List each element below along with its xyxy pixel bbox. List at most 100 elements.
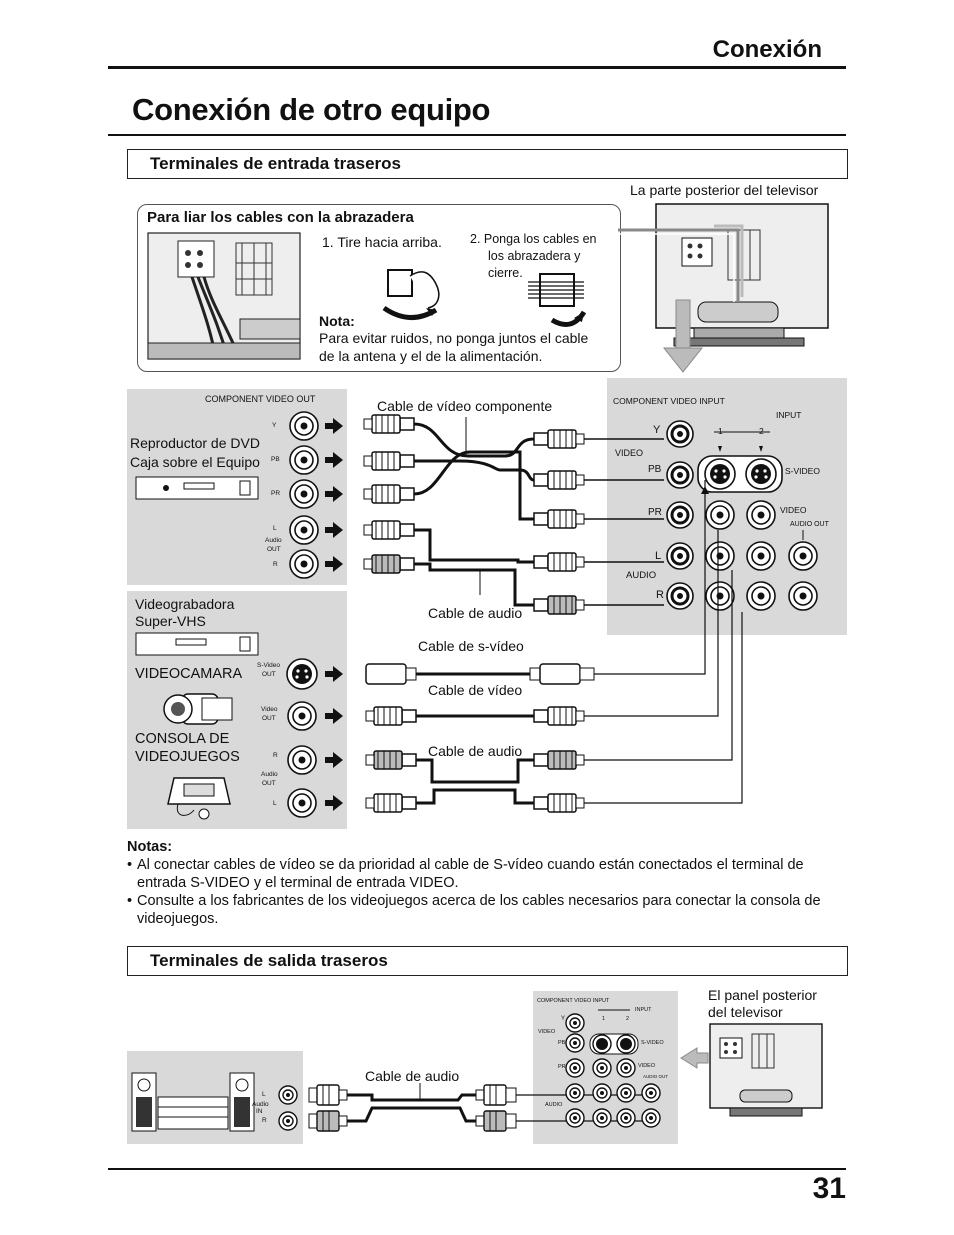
dvd-jack-r-label: R xyxy=(273,561,278,568)
video-out-label-1: Video xyxy=(261,706,278,713)
note-text: Consulte a los fabricantes de los videoj… xyxy=(137,893,821,927)
tv-component-video-input-label: COMPONENT VIDEO INPUT xyxy=(613,396,725,406)
note-item: •Al conectar cables de vídeo se da prior… xyxy=(127,857,804,891)
tv-r-label: R xyxy=(656,589,664,601)
clamp-pull-illustration xyxy=(382,269,440,320)
mini-input-label: INPUT xyxy=(635,1007,652,1013)
other-jack-l-label: L xyxy=(273,800,277,807)
clamp-note-title: Nota: xyxy=(319,313,355,329)
svideo-out-label-1: S-Video xyxy=(257,662,281,669)
clamp-close-illustration xyxy=(528,273,587,327)
output-diagram xyxy=(278,1009,823,1132)
clamp-step-2-line1: 2. Ponga los cables en xyxy=(470,232,597,246)
mini-audio-out-label: AUDIO OUT xyxy=(643,1074,669,1079)
rear-outputs-title: Terminales de salida traseros xyxy=(150,951,388,970)
console-label-2: VIDEOJUEGOS xyxy=(135,749,240,765)
dvd-jacks xyxy=(289,411,343,579)
tv-svideo-label: S-VIDEO xyxy=(785,466,820,476)
header-rule xyxy=(108,66,846,69)
page-title: Conexión de otro equipo xyxy=(132,92,491,127)
dvd-device-label-2: Caja sobre el Equipo xyxy=(130,454,260,470)
clamp-note-line1: Para evitar ruidos, no ponga juntos el c… xyxy=(319,330,589,346)
clamp-note-line2: de la antena y el de la alimentación. xyxy=(319,348,543,364)
tv-y-label: Y xyxy=(653,424,661,436)
tv-audio-out-label: AUDIO OUT xyxy=(790,521,829,528)
tv-jacks xyxy=(665,419,818,611)
dvd-jack-l-label: L xyxy=(273,525,277,532)
footer-rule xyxy=(108,1168,846,1170)
stereo-system-icon xyxy=(131,1072,255,1132)
note-item: •Consulte a los fabricantes de los video… xyxy=(127,893,821,927)
audio-in-label-1: Audio xyxy=(252,1101,269,1108)
dvd-jack-pr-label: PR xyxy=(271,490,281,497)
rear-outputs-title-box xyxy=(127,946,848,976)
mini-pb-label: PB xyxy=(558,1040,566,1046)
tv-pb-label: PB xyxy=(648,464,662,475)
dvd-jack-y-label: Y xyxy=(272,422,277,429)
vcr-label-1: Videograbadora xyxy=(135,596,235,612)
tv-video-label: VIDEO xyxy=(615,448,644,458)
camcorder-icon xyxy=(163,693,233,725)
mini-in1-label: 1 xyxy=(602,1016,606,1022)
clamp-step-1: 1. Tire hacia arriba. xyxy=(322,234,442,250)
video-out-label-2: OUT xyxy=(262,715,276,722)
cable-svideo-label: Cable de s-vídeo xyxy=(418,638,524,654)
dvd-player-icon xyxy=(135,476,259,500)
dvd-device-label-1: Reproductor de DVD xyxy=(130,435,260,451)
dvd-component-video-out-label: COMPONENT VIDEO OUT xyxy=(205,394,316,404)
tv-rear-panel-label-1: El panel posterior xyxy=(708,987,817,1003)
tv-pr-label: PR xyxy=(648,507,662,518)
vcr-icon xyxy=(135,632,259,656)
output-cable-label: Cable de audio xyxy=(365,1068,460,1084)
dvd-jack-pb-label: PB xyxy=(271,456,280,463)
game-console-icon xyxy=(167,777,231,820)
dvd-audio-out-label-2: OUT xyxy=(267,546,281,553)
tv-input-label: INPUT xyxy=(776,410,802,420)
mini-pr-label: PR xyxy=(558,1064,566,1070)
rear-inputs-title: Terminales de entrada traseros xyxy=(150,154,402,173)
tv-input-1-label: 1 xyxy=(718,426,723,436)
mini-in2-label: 2 xyxy=(626,1016,630,1022)
connector-arrow-down xyxy=(662,299,704,373)
other-jacks xyxy=(286,658,343,818)
clamp-title: Para liar los cables con la abrazadera xyxy=(147,209,414,226)
connector-line xyxy=(618,228,740,302)
notes-title: Notas: xyxy=(127,839,173,855)
audio-in-l-label: L xyxy=(262,1091,266,1098)
mini-video-label: VIDEO xyxy=(538,1029,556,1035)
audio-in-r-label: R xyxy=(262,1117,267,1124)
mini-audio-label: AUDIO xyxy=(545,1102,563,1108)
mini-component-video-input-label: COMPONENT VIDEO INPUT xyxy=(537,998,610,1004)
vcr-label-2: Super-VHS xyxy=(135,613,206,629)
clamp-step-2-line2: los abrazadera y xyxy=(488,249,581,263)
mini-svideo-label: S-VIDEO xyxy=(641,1040,664,1046)
other-audio-out-label-2: OUT xyxy=(262,780,276,787)
connection-diagram xyxy=(286,411,818,818)
clamp-tv-rear-illustration xyxy=(147,232,301,360)
cable-audio1-label: Cable de audio xyxy=(428,605,523,621)
cable-audio2-label: Cable de audio xyxy=(428,743,523,759)
tv-input-2-label: 2 xyxy=(759,426,764,436)
notes-block: Notas: •Al conectar cables de vídeo se d… xyxy=(127,838,849,928)
console-label-1: CONSOLA DE xyxy=(135,731,230,747)
mini-video2-label: VIDEO xyxy=(638,1063,656,1069)
cable-component-label: Cable de vídeo componente xyxy=(377,398,553,414)
tv-rear-label: La parte posterior del televisor xyxy=(630,182,819,198)
camcorder-label: VIDEOCAMARA xyxy=(135,666,243,682)
svideo-out-label-2: OUT xyxy=(262,671,276,678)
dvd-audio-out-label-1: Audio xyxy=(265,537,282,544)
rear-inputs-title-box xyxy=(127,149,848,179)
tv-video2-label: VIDEO xyxy=(780,505,807,515)
audio-in-label-2: IN xyxy=(256,1108,263,1115)
tv-rear-panel-label-2: del televisor xyxy=(708,1004,783,1020)
mini-y-label: Y xyxy=(561,1016,566,1022)
other-jack-r-label: R xyxy=(273,752,278,759)
note-text: Al conectar cables de vídeo se da priori… xyxy=(137,857,804,891)
clamp-step-2-line3: cierre. xyxy=(488,266,523,280)
page-number: 31 xyxy=(812,1172,846,1205)
tv-audio-label: AUDIO xyxy=(626,570,657,581)
tv-l-label: L xyxy=(655,550,662,562)
title-rule xyxy=(108,134,846,136)
other-audio-out-label-1: Audio xyxy=(261,771,278,778)
cable-video-label: Cable de vídeo xyxy=(428,682,523,698)
